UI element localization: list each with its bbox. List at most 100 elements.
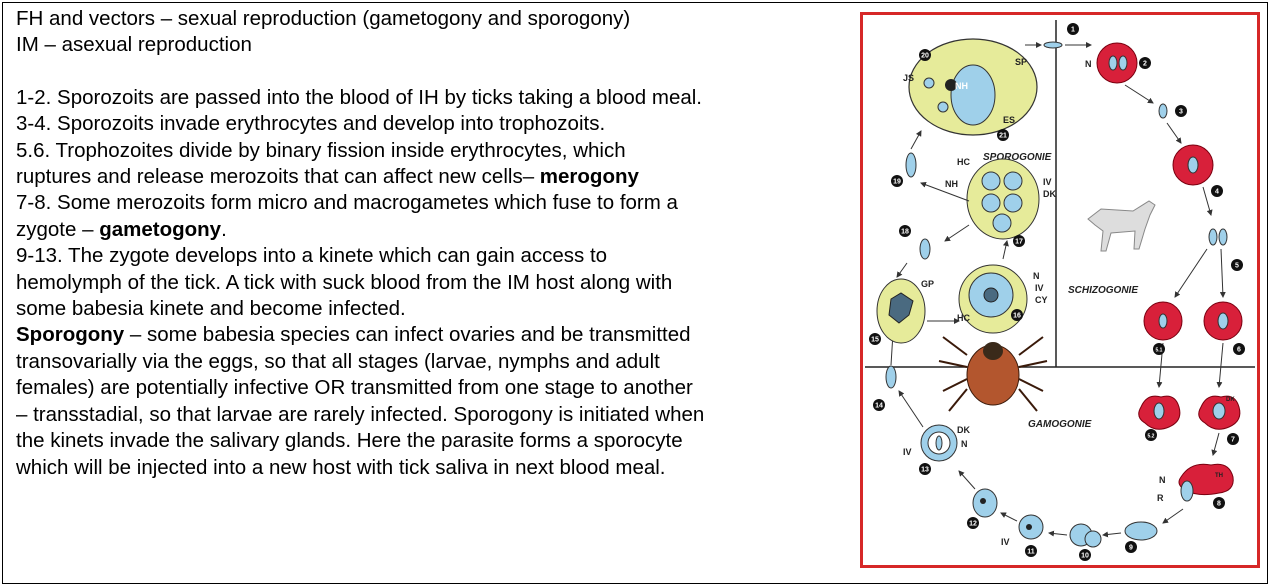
kinete-cluster <box>992 213 1012 233</box>
gamete <box>1180 480 1194 502</box>
label-gp: GP <box>921 279 934 289</box>
stage-number: 20 <box>921 53 929 60</box>
arrow <box>1002 240 1009 260</box>
label-n: N <box>961 439 968 449</box>
label-cy: CY <box>1035 295 1048 305</box>
label-sp: SP <box>1015 57 1027 67</box>
label-iv: IV <box>903 447 912 457</box>
text-line-1: FH and vectors – sexual reproduction (ga… <box>16 7 631 30</box>
vacuole <box>923 77 935 89</box>
stage-number: 5.2 <box>1148 434 1155 440</box>
label-n: N <box>1085 59 1092 69</box>
label-iv: IV <box>1035 283 1044 293</box>
stage-number: 8 <box>1217 501 1221 508</box>
merozoite <box>1108 55 1118 71</box>
zygote <box>1084 530 1102 548</box>
text-line-17: which will be injected into a new host w… <box>16 455 666 479</box>
stage-number: 9 <box>1129 545 1133 552</box>
label-dk: DK <box>957 425 970 435</box>
stage-number: 16 <box>1013 313 1021 320</box>
vacuole <box>937 101 949 113</box>
kinete <box>905 152 917 178</box>
stage-number: 10 <box>1081 553 1089 560</box>
arrow <box>944 224 970 242</box>
text-line-11: some babesia kinete and become infected. <box>16 297 406 321</box>
text-line-4: 3-4. Sporozoits invade erythrocytes and … <box>16 112 606 136</box>
text-line-7: 7-8. Some merozoits form micro and macro… <box>16 191 678 215</box>
kinete-cluster <box>1003 193 1023 213</box>
parasite <box>1217 312 1229 330</box>
nucleus <box>1026 524 1032 530</box>
stage-number: 14 <box>875 403 883 410</box>
arrow <box>1124 84 1154 104</box>
arrow <box>1216 342 1224 388</box>
arrow <box>1162 508 1184 524</box>
kinete <box>919 238 931 260</box>
sporont-mass <box>950 64 996 126</box>
arrow <box>958 470 976 490</box>
stage-number: 18 <box>901 229 909 236</box>
stage-number: 21 <box>999 133 1007 140</box>
merozoite <box>1118 55 1128 71</box>
kinete <box>935 435 943 451</box>
gamont <box>1153 402 1165 420</box>
life-cycle-diagram: SPOROGONIE SCHIZOGONIE GAMOGONIE JS SP E… <box>865 20 1255 561</box>
gamont <box>1212 402 1226 420</box>
sporogony-term: Sporogony <box>16 323 125 347</box>
arrow <box>1048 530 1068 537</box>
label-iv: IV <box>1001 537 1010 547</box>
stage-number: 7 <box>1231 437 1235 444</box>
label-es: ES <box>1003 115 1015 125</box>
label-nh: NH <box>955 81 968 91</box>
arrow <box>898 390 924 428</box>
text-span: – some babesia species can infect ovarie… <box>124 323 691 347</box>
stage-number: 12 <box>969 521 977 528</box>
stage-number: 11 <box>1027 549 1035 556</box>
zygote <box>1124 521 1158 541</box>
nucleus <box>980 498 986 504</box>
arrow <box>910 130 922 150</box>
label-th: TH <box>1215 473 1223 479</box>
arrow <box>1174 248 1208 298</box>
stage-number: 2 <box>1143 61 1147 68</box>
label-hc: HC <box>957 313 970 323</box>
text-line-10: hemolymph of the tick. A tick with suck … <box>16 270 673 294</box>
label-n: N <box>1033 271 1040 281</box>
arrow <box>896 262 908 278</box>
stage-number: 5.1 <box>1156 348 1163 354</box>
arrow <box>1202 186 1213 216</box>
text-span: ruptures and release merozoits that can … <box>16 165 540 189</box>
text-line-9: 9-13. The zygote develops into a kinete … <box>16 244 608 268</box>
stage-number: 15 <box>871 337 879 344</box>
arrow <box>1219 248 1226 298</box>
text-line-5: 5.6. Trophozoites divide by binary fissi… <box>16 138 626 162</box>
tick-legs <box>938 336 1048 412</box>
kinete-cluster <box>981 171 1001 191</box>
label-js: JS <box>903 73 914 83</box>
stage-number: 6 <box>1237 347 1241 354</box>
text-line-15: – transstadial, so that larvae are rarel… <box>16 402 705 426</box>
text-line-16: the kinets invade the salivary glands. H… <box>16 429 683 453</box>
text-line-14: females) are potentially infective OR tr… <box>16 376 693 400</box>
text-line-3: 1-2. Sporozoits are passed into the bloo… <box>16 85 702 109</box>
merozoite <box>1208 228 1218 246</box>
host-nucleus <box>945 79 957 91</box>
arrow <box>1166 122 1182 144</box>
dog-host-illustration <box>1087 200 1156 252</box>
text-line-12: Sporogony – some babesia species can inf… <box>16 322 846 348</box>
parasite-mass <box>888 292 914 324</box>
stage-gamogonie: GAMOGONIE <box>1028 419 1092 430</box>
arrow <box>1000 512 1018 522</box>
text-line-13: transovarially via the eggs, so that all… <box>16 349 660 373</box>
stage-number: 3 <box>1179 109 1183 116</box>
label-n: N <box>1159 475 1166 485</box>
trophozoite <box>1187 156 1199 174</box>
label-hc: HC <box>957 157 970 167</box>
stage-number-badges: 1 2 3 4 5 5.1 5.2 6 7 8 9 10 11 12 13 14… <box>869 23 1245 561</box>
stage-number: 5 <box>1235 263 1239 270</box>
kinete-cluster <box>1003 171 1023 191</box>
merogony-term: merogony <box>539 165 639 189</box>
parasite <box>1158 313 1168 329</box>
label-dk: DK <box>1043 189 1056 199</box>
